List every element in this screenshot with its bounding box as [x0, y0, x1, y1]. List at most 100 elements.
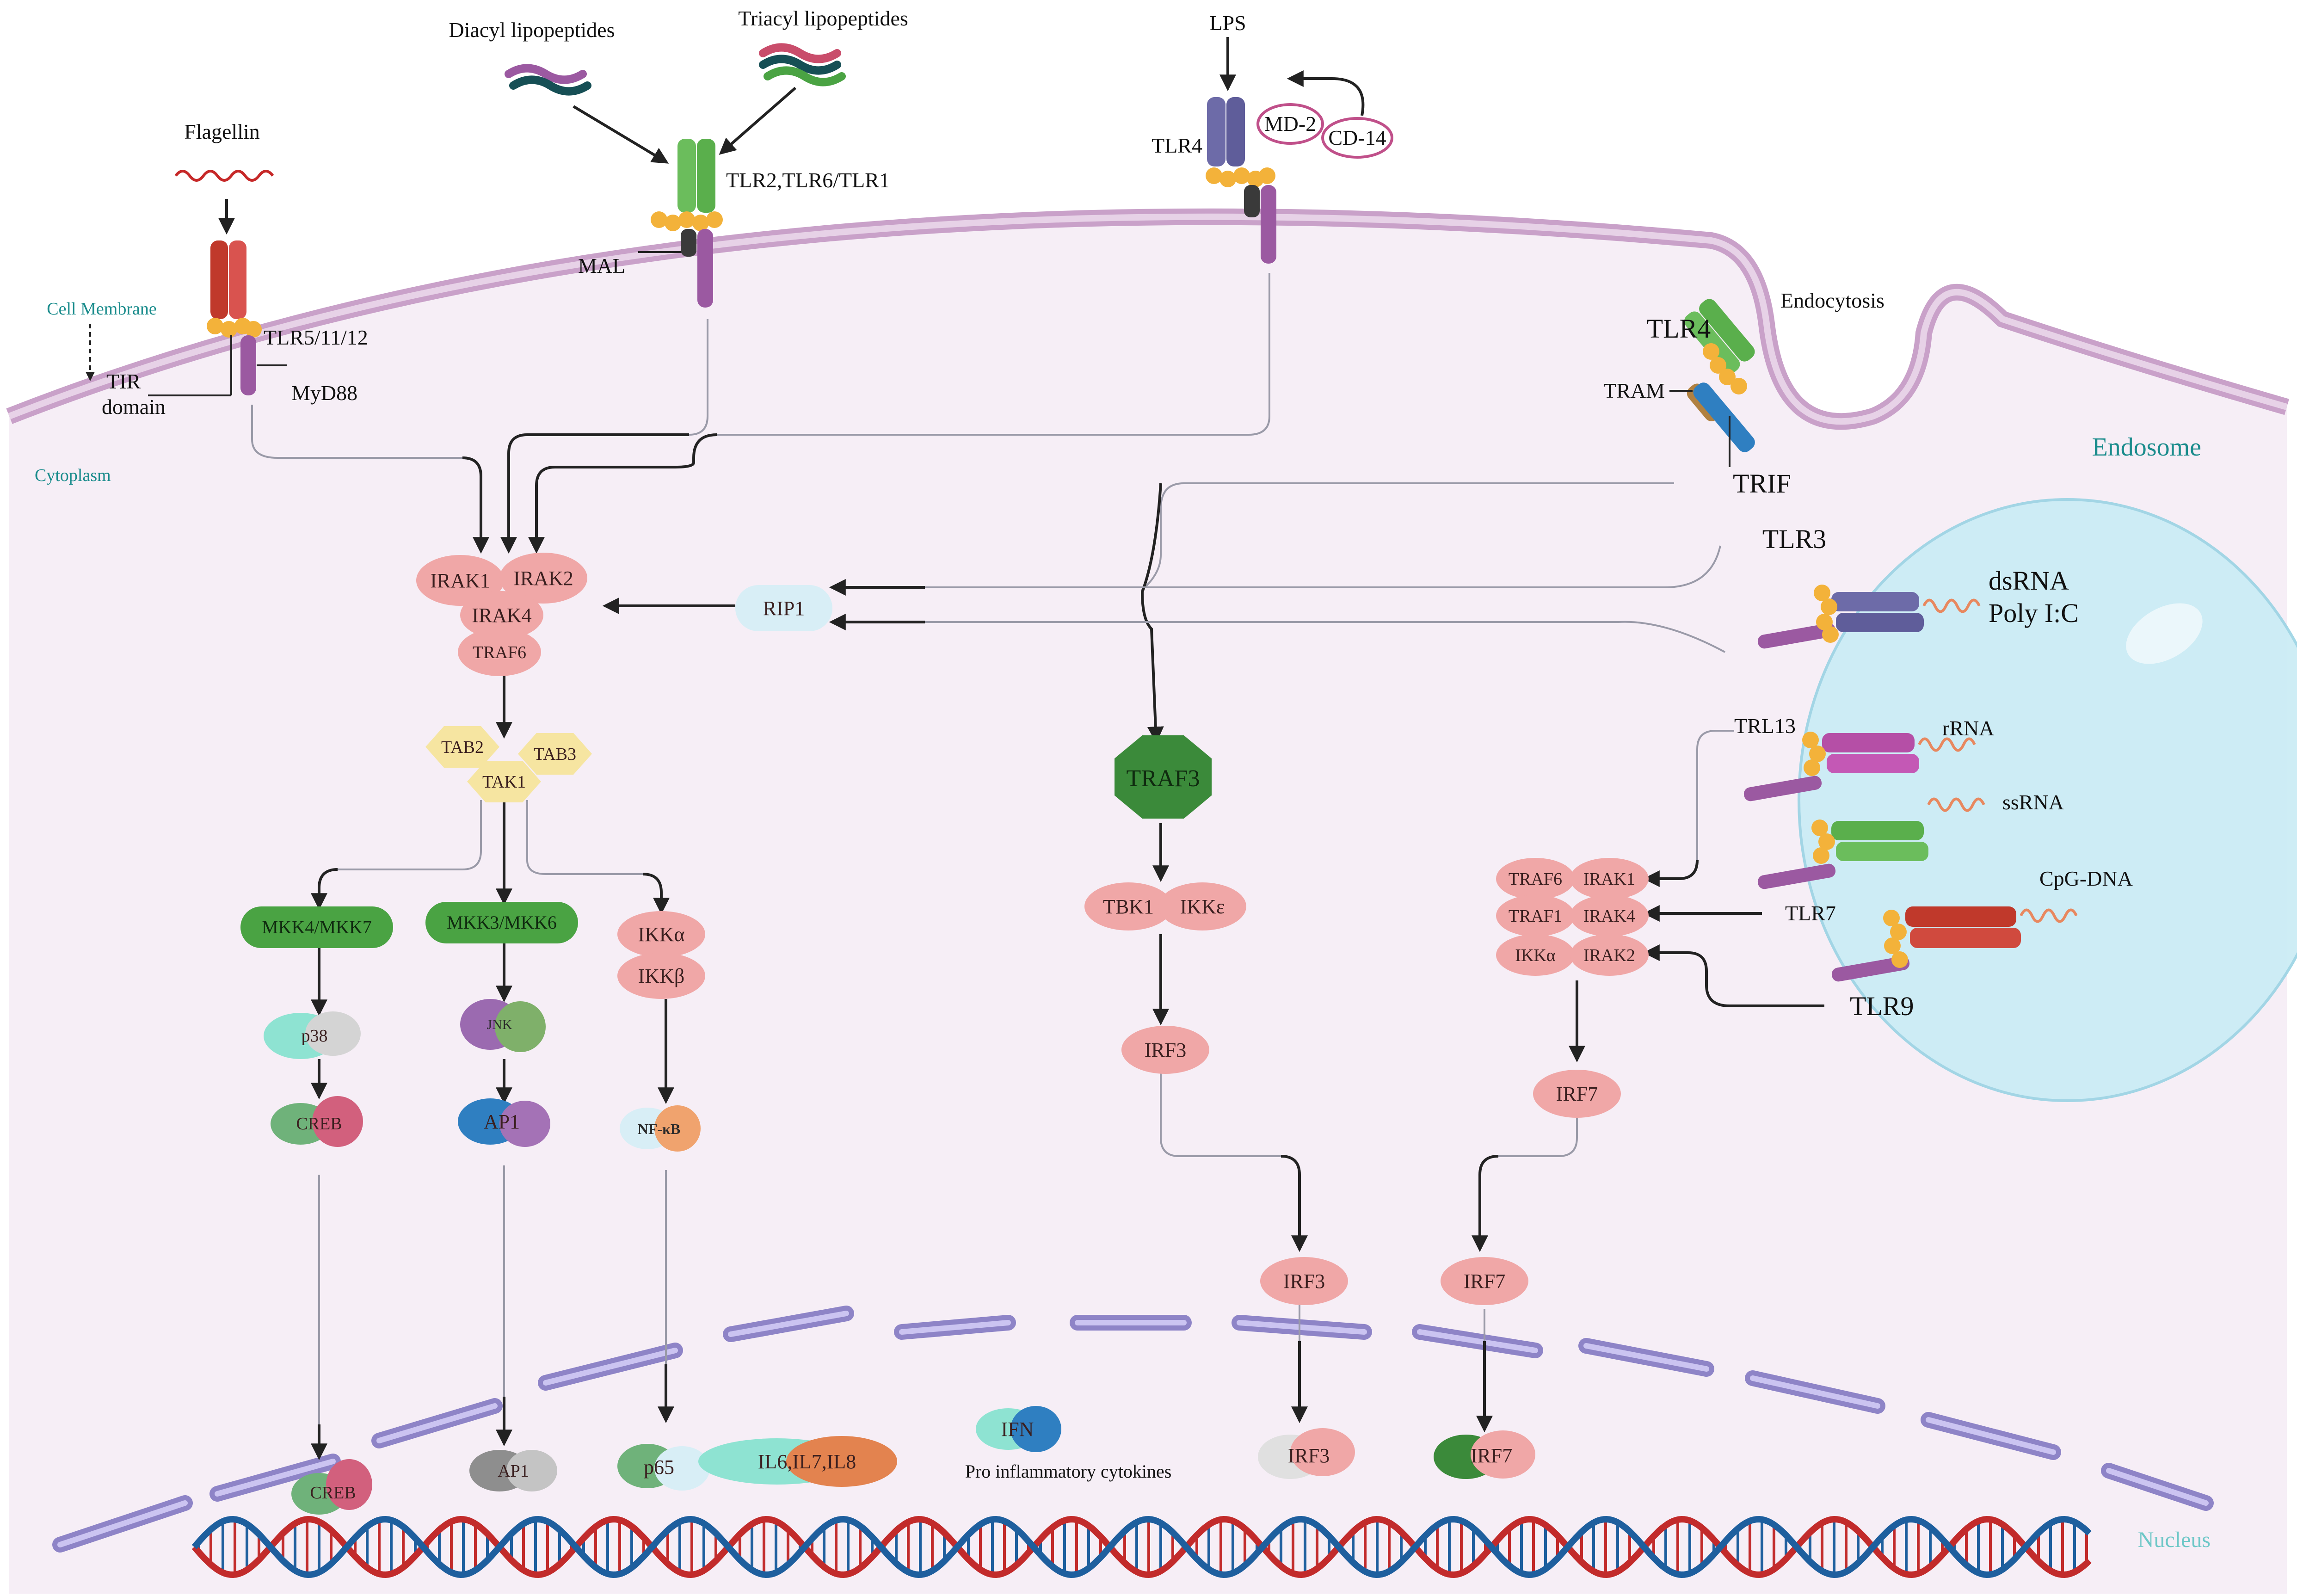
p38-label: p38: [302, 1026, 328, 1046]
diacyl-arrow: [573, 105, 669, 164]
ssrna-label: ssRNA: [2002, 790, 2064, 814]
ikk-complex: [617, 911, 705, 999]
myd88-label: MyD88: [291, 381, 357, 405]
tlr2-tir-beads: [651, 211, 723, 231]
pro-inflammatory-label: Pro inflammatory cytokines: [965, 1461, 1172, 1482]
creb-label: CREB: [296, 1114, 342, 1134]
mkk36-label: MKK3/MKK6: [447, 912, 557, 933]
tab3-label: TAB3: [534, 745, 576, 764]
tlr5-to-irak-line: [251, 405, 462, 459]
mkk47-label: MKK4/MKK7: [262, 917, 372, 937]
irf7-line: [1498, 1115, 1578, 1157]
irf3-mid-label: IRF3: [1283, 1270, 1325, 1293]
tlr4-endo-beads: [1703, 343, 1747, 394]
tlr3-receptor: [1757, 585, 1981, 649]
irf7-nuc-node: [1434, 1430, 1535, 1479]
tlr5-receptor-b: [229, 240, 246, 319]
tab2-label: TAB2: [441, 738, 484, 757]
tlr3-rip1-line: [902, 621, 1725, 653]
irf3-nuc-node: [1258, 1428, 1355, 1479]
tlr4-receptor-a: [1207, 97, 1225, 166]
tak-complex: [425, 726, 592, 802]
trif-rip1-line: [902, 545, 1721, 588]
trl13-to-irak-arrow: [1643, 860, 1699, 887]
rrna-label: rRNA: [1942, 716, 1994, 740]
irf3-to-irf3-arrow: [1281, 1155, 1308, 1252]
tlr3-label: TLR3: [1762, 524, 1827, 554]
nuclear-membrane-highlight: [57, 1311, 2209, 1547]
tlr5-label: TLR5/11/12: [264, 326, 368, 349]
endo-traf1-label: TRAF1: [1509, 906, 1562, 926]
tlr4-to-irak-arrow: [528, 433, 717, 554]
myd88-adaptor-3: [1261, 185, 1276, 264]
dna-helix: [191, 1516, 2092, 1578]
p65-node: [617, 1444, 710, 1491]
tlr9-receptor: [1831, 906, 2078, 982]
tak-to-mkk47-arrow: [311, 868, 338, 910]
mal-adaptor: [681, 229, 696, 257]
mkk36-node: [425, 902, 578, 943]
tlr2-receptor-b: [697, 139, 715, 213]
tlr2-label: TLR2,TLR6/TLR1: [726, 168, 890, 192]
ikkb-label: IKKβ: [638, 965, 685, 987]
cytoplasm-label: Cytoplasm: [35, 466, 111, 485]
cd14-label: CD-14: [1328, 126, 1386, 149]
irf7-cyto-node: [1533, 1070, 1621, 1118]
ifn-node: [976, 1406, 1061, 1452]
irf7-mid-node: [1441, 1257, 1528, 1305]
endosome-label: Endosome: [2092, 433, 2201, 462]
tlr7-label: TLR7: [1785, 901, 1836, 925]
irf7-nuc-label: IRF7: [1471, 1444, 1512, 1467]
endocytosis-label: Endocytosis: [1780, 289, 1884, 312]
tak-left-line: [338, 800, 482, 870]
tram-label: TRAM: [1603, 379, 1665, 402]
triacyl-arrow: [719, 86, 796, 155]
tir-domain-beads: [207, 318, 262, 338]
jnk-node: [460, 999, 546, 1052]
tir-label-1: TIR: [106, 370, 141, 393]
traf6-label: TRAF6: [473, 643, 526, 662]
irak2-label: IRAK2: [513, 567, 573, 590]
trif-label: TRIF: [1733, 468, 1791, 499]
cytokines-node: [698, 1436, 897, 1487]
irf3-line: [1160, 1073, 1281, 1157]
cytokines-label: IL6,IL7,IL8: [758, 1450, 856, 1473]
ap1-label: AP1: [484, 1110, 520, 1133]
irf7-to-irf7-arrow: [1472, 1155, 1499, 1252]
irak-complex: [416, 553, 587, 676]
irf3-cyto-label: IRF3: [1145, 1039, 1186, 1061]
lps-label: LPS: [1209, 11, 1246, 35]
cd14-arrow: [1287, 70, 1365, 116]
endo-ikka-label: IKKα: [1515, 946, 1556, 965]
ap1-nuc-label: AP1: [498, 1461, 529, 1481]
trl13-label: TRL13: [1734, 714, 1796, 738]
myd88-adaptor-1: [240, 335, 256, 395]
nfkb-label: NF-κB: [638, 1121, 680, 1137]
dna-strand-blue: [191, 1516, 2092, 1578]
cell-membrane-label: Cell Membrane: [47, 299, 156, 319]
mkk47-node: [240, 906, 393, 948]
trl13-line: [1696, 730, 1734, 860]
trl13-receptor: [1743, 732, 1976, 801]
tir-label-2: domain: [102, 395, 166, 419]
endo-irak2-label: IRAK2: [1583, 946, 1635, 965]
cd14-icon: [1321, 117, 1393, 159]
endosome-highlight: [2126, 603, 2203, 664]
trif-adaptor: [1693, 382, 1755, 452]
tlr2-to-irak-arrow: [500, 433, 689, 554]
tak-right-line: [526, 800, 643, 875]
p65-label: p65: [644, 1456, 674, 1479]
p38-node: [264, 1011, 361, 1059]
irf3-nuc-label: IRF3: [1288, 1444, 1330, 1467]
tlr4-surface-label: TLR4: [1152, 134, 1202, 157]
diacyl-label: Diacyl lipopeptides: [449, 18, 615, 42]
irf3-mid-node: [1260, 1257, 1348, 1305]
cpg-label: CpG-DNA: [2039, 867, 2133, 890]
ikka-label: IKKα: [638, 923, 684, 946]
rip1-label: RIP1: [763, 597, 805, 620]
ifn-label: IFN: [1001, 1418, 1034, 1441]
dsrna-label: dsRNA: [1989, 566, 2069, 596]
polyic-label: Poly I:C: [1989, 598, 2079, 628]
